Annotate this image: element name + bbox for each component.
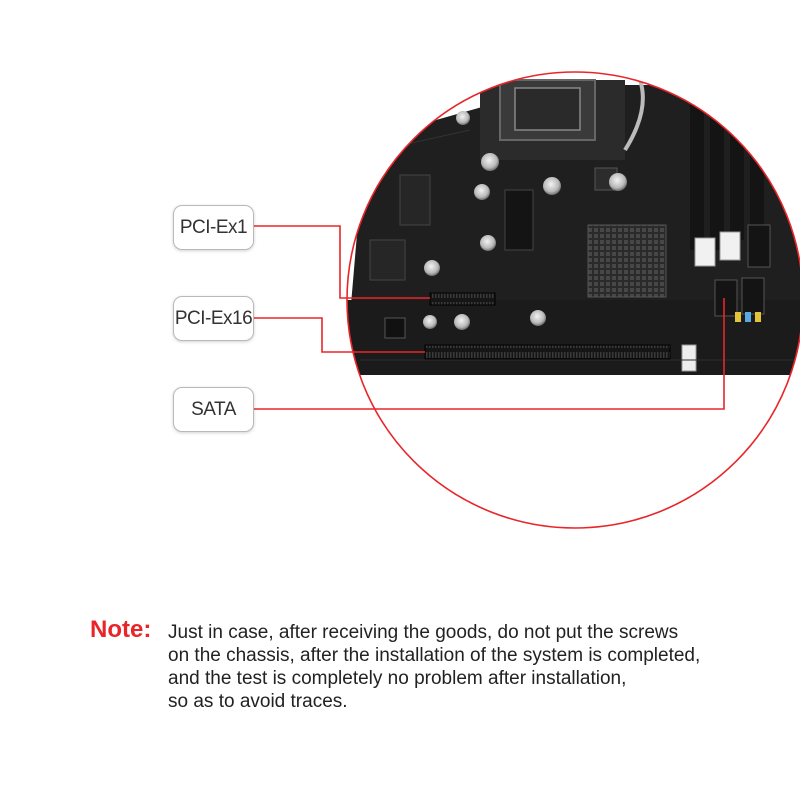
magnifier-circle (346, 71, 800, 529)
note-line: and the test is completely no problem af… (168, 668, 627, 689)
callout-sata: SATA (173, 387, 254, 432)
callout-pciex16: PCI-Ex16 (173, 296, 254, 341)
note-label: Note: (90, 616, 152, 643)
capacitors (423, 111, 627, 330)
callout-pciex1: PCI-Ex1 (173, 205, 254, 250)
leader-line-pciex1 (254, 225, 430, 299)
note-line: Just in case, after receiving the goods,… (168, 622, 679, 643)
leader-lines (254, 225, 725, 410)
note-line: so as to avoid traces. (168, 691, 348, 712)
note-line: on the chassis, after the installation o… (168, 645, 701, 666)
callout-sata-label: SATA (191, 398, 236, 420)
leader-line-pciex16 (254, 317, 425, 353)
leader-line-sata (254, 298, 725, 410)
callout-pciex1-label: PCI-Ex1 (179, 216, 248, 238)
callout-pciex16-label: PCI-Ex16 (174, 307, 253, 329)
